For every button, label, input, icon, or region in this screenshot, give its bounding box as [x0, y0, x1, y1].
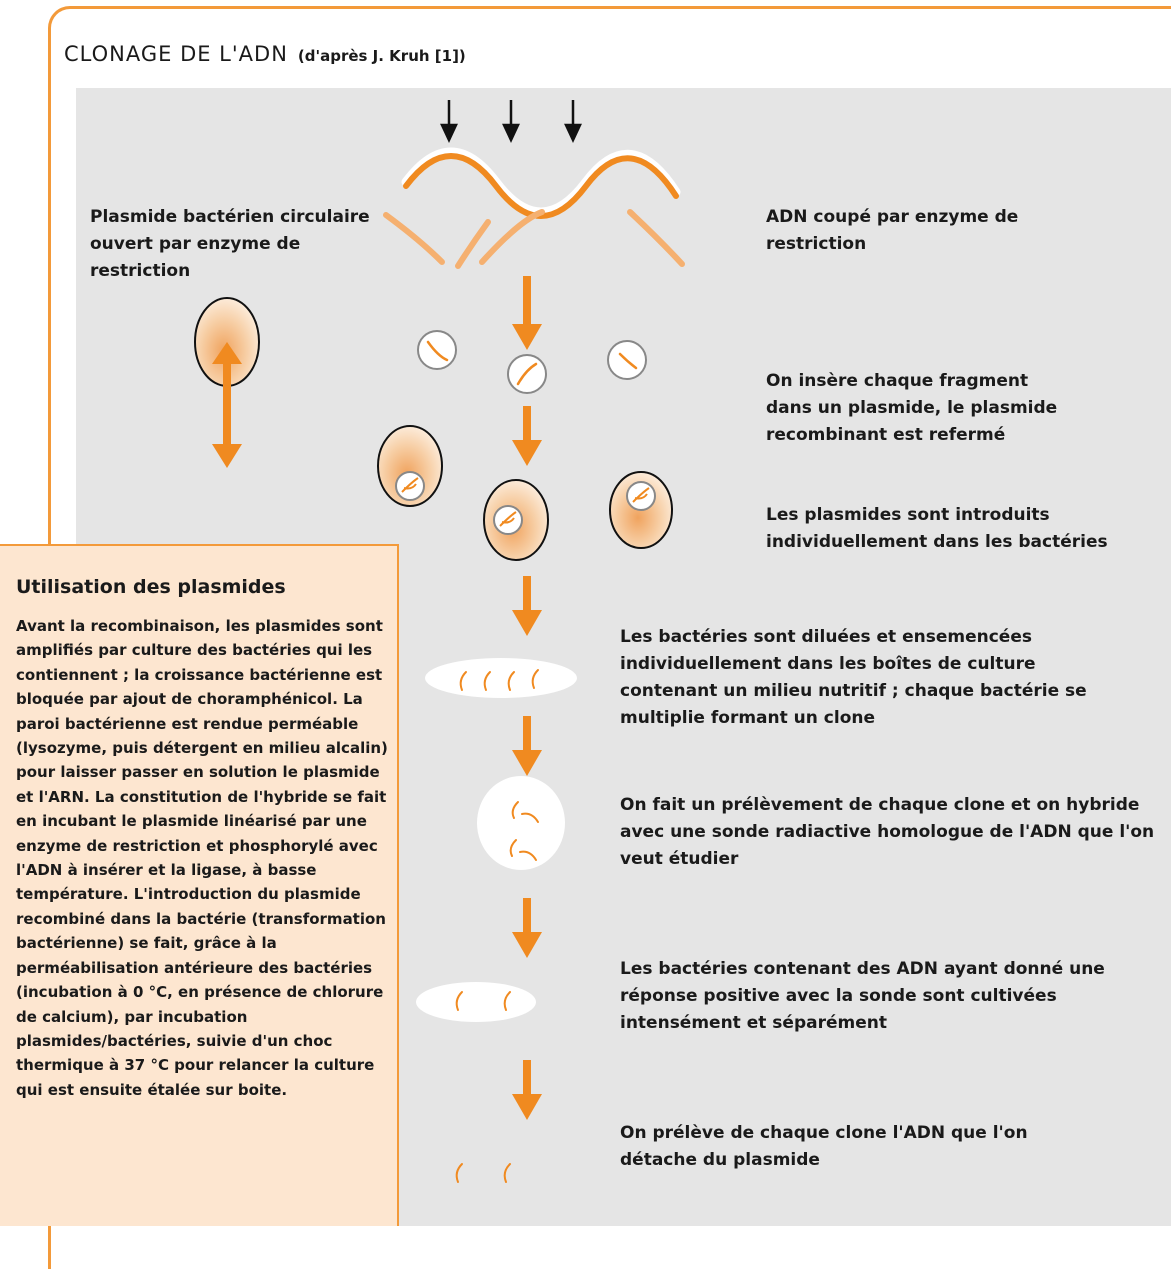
title-source: (d'après J. Kruh [1]) — [297, 47, 466, 65]
dna-double-strand — [401, 147, 681, 219]
label-dilute: Les bactéries sont diluées et ensemencée… — [620, 627, 1087, 728]
diagram-art — [194, 100, 685, 1183]
label-introduce: Les plasmides sont introduits individuel… — [766, 505, 1108, 552]
open-plasmid-cell — [194, 297, 260, 468]
sidebar-box: Utilisation des plasmides Avant la recom… — [0, 544, 399, 1226]
cut-site-arrows — [440, 100, 582, 143]
label-hybridize: On fait un prélèvement de chaque clone e… — [620, 795, 1155, 869]
sidebar-body: Avant la recombinaison, les plasmides so… — [16, 617, 388, 1099]
hybridization-dish — [477, 776, 565, 870]
label-culture: Les bactéries contenant des ADN ayant do… — [620, 959, 1105, 1033]
transformed-bacteria — [377, 425, 673, 561]
flow-arrows — [512, 276, 542, 1120]
culture-dish-2 — [416, 982, 536, 1022]
title-text: CLONAGE DE L'ADN — [64, 42, 288, 66]
label-plasmid-open: Plasmide bactérien circulaire ouvert par… — [90, 207, 370, 281]
extracted-dna — [455, 1163, 511, 1183]
label-dna-cut: ADN coupé par enzyme de restriction — [766, 207, 1019, 254]
label-insert: On insère chaque fragment dans un plasmi… — [766, 371, 1058, 445]
culture-dish-1 — [425, 658, 577, 698]
page-title: CLONAGE DE L'ADN (d'après J. Kruh [1]) — [64, 42, 466, 66]
label-extract: On prélève de chaque clone l'ADN que l'o… — [620, 1123, 1028, 1170]
sidebar-heading: Utilisation des plasmides — [16, 576, 286, 598]
dna-cut-fragments — [383, 209, 685, 269]
